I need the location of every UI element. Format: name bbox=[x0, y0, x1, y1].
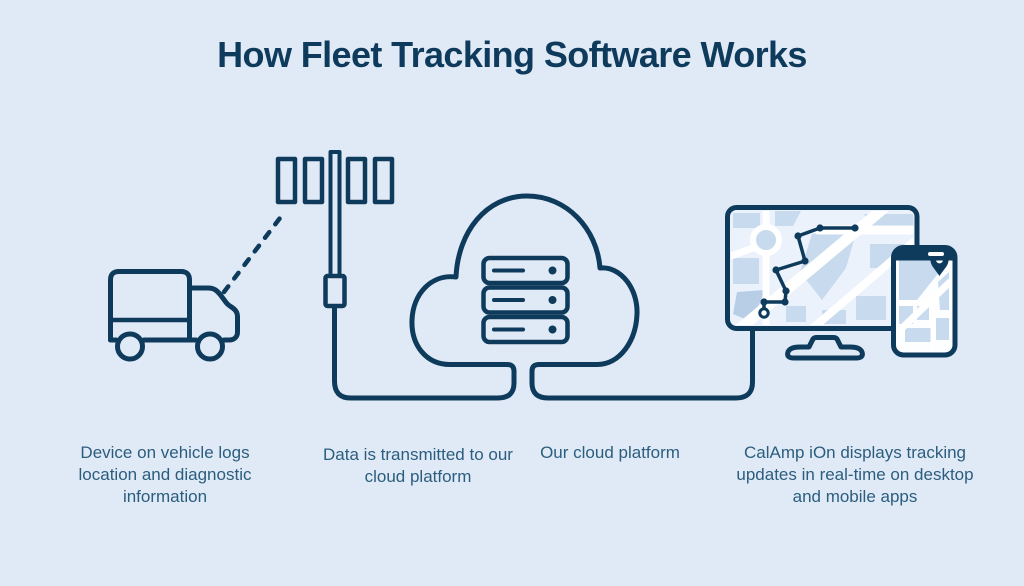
server-row bbox=[481, 255, 570, 286]
caption-data-transmitted: Data is transmitted to our cloud platfor… bbox=[323, 445, 513, 487]
phone-frame bbox=[891, 245, 958, 358]
server-row bbox=[481, 314, 570, 345]
page-title: How Fleet Tracking Software Works bbox=[217, 34, 807, 75]
connection-line bbox=[332, 193, 755, 401]
route-start-point bbox=[758, 307, 770, 319]
antenna-panel bbox=[372, 156, 395, 205]
cell-antenna-icon bbox=[275, 150, 395, 309]
monitor-screen-map bbox=[731, 211, 914, 325]
map-roundabout bbox=[750, 224, 782, 256]
truck-wheel bbox=[115, 331, 145, 362]
antenna-mast bbox=[328, 150, 342, 280]
caption-calamp-ion: CalAmp iOn displays tracking updates in … bbox=[736, 443, 974, 507]
cloud-servers-icon bbox=[481, 255, 570, 345]
mobile-phone-icon bbox=[891, 245, 958, 358]
antenna-panel bbox=[275, 156, 298, 205]
truck-body bbox=[108, 269, 192, 343]
truck-icon bbox=[108, 269, 240, 362]
signal-dashed-line bbox=[221, 211, 286, 295]
desktop-monitor-icon bbox=[725, 205, 920, 361]
truck-cab bbox=[187, 285, 240, 343]
antenna-panel bbox=[302, 156, 325, 205]
phone-notch bbox=[928, 252, 944, 256]
caption-device-on-vehicle: Device on vehicle logs location and diag… bbox=[78, 443, 252, 507]
truck-wheel bbox=[195, 331, 225, 362]
map-roads bbox=[897, 276, 952, 351]
phone-top-bezel bbox=[893, 247, 955, 261]
antenna-panel bbox=[345, 156, 368, 205]
server-row bbox=[481, 285, 570, 315]
monitor-stand bbox=[785, 335, 865, 361]
antenna-junction-box bbox=[323, 273, 347, 309]
caption-cloud-platform: Our cloud platform bbox=[540, 443, 680, 462]
tracking-route bbox=[758, 224, 859, 319]
map-blocks bbox=[899, 259, 949, 342]
